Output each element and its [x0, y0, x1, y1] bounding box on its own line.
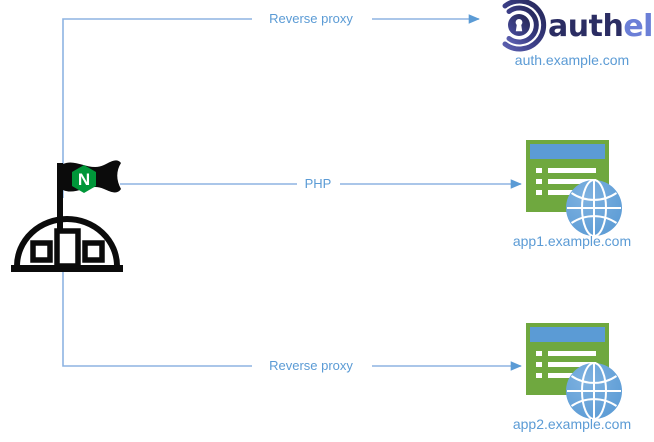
authelia-logo-icon	[502, 0, 547, 52]
node-authelia[interactable]: authelia auth.example.com	[502, 0, 654, 68]
authelia-wordmark-elia: elia	[623, 9, 654, 44]
edge-label-layer: Reverse proxy PHP Reverse proxy	[269, 11, 353, 373]
nginx-building-dome	[14, 216, 120, 267]
node-caption-authelia: auth.example.com	[515, 52, 629, 68]
node-app2[interactable]: app2.example.com	[513, 323, 631, 432]
connector-layer	[62, 14, 522, 371]
nginx-building-window-left	[30, 240, 53, 263]
authelia-wordmark: authelia	[548, 9, 654, 44]
node-caption-app2: app2.example.com	[513, 416, 631, 432]
nginx-hexagon-letter: N	[78, 170, 90, 189]
app1-window-titlebar	[530, 144, 605, 159]
edge-label-reverse-proxy-top: Reverse proxy	[269, 11, 353, 26]
nginx-hexagon-icon	[72, 165, 96, 193]
edge-line-app2-left	[62, 272, 252, 367]
app2-window-titlebar	[530, 327, 605, 342]
edge-nginx-authelia	[62, 14, 480, 198]
node-app1[interactable]: app1.example.com	[513, 140, 631, 249]
node-nginx[interactable]: N	[11, 160, 123, 272]
authelia-wordmark-auth: auth	[548, 9, 623, 44]
nginx-building-window-right	[82, 240, 105, 263]
web-app-globe-icon-app1	[526, 140, 622, 237]
nginx-flag-pole	[57, 163, 63, 233]
node-caption-app1: app1.example.com	[513, 233, 631, 249]
edge-line-authelia-left	[62, 18, 252, 198]
app2-globe-icon	[566, 362, 622, 420]
edge-nginx-app2	[62, 272, 522, 371]
app1-globe-icon	[566, 179, 622, 237]
edge-label-reverse-proxy-bottom: Reverse proxy	[269, 358, 353, 373]
web-app-globe-icon-app2	[526, 323, 622, 420]
nginx-building-door	[54, 228, 81, 269]
edge-label-php: PHP	[305, 176, 332, 191]
